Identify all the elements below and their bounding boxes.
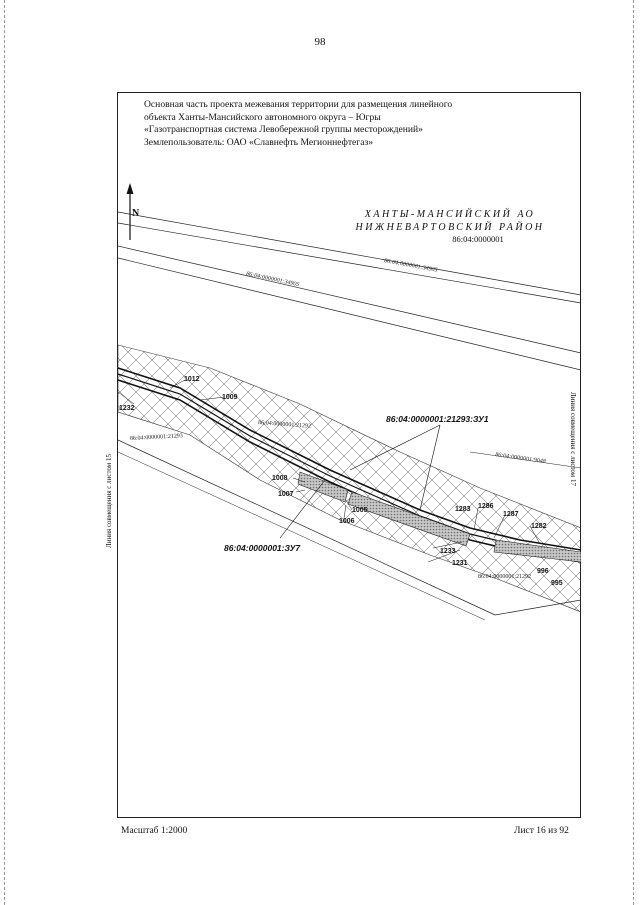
parcel-label-road-upper: 86:04:0000001:34905 — [384, 257, 438, 274]
parcel-label-corridor-bottom: 86:04:0000001:21292 — [478, 574, 531, 580]
heading-line-4: Землепользователь: ОАО «Славнефть Мегион… — [144, 136, 374, 148]
zone-zu1-area — [493, 539, 581, 563]
zone-zu1-leader — [349, 424, 441, 471]
point-leaders — [117, 379, 541, 563]
road-line — [117, 245, 581, 354]
point-label: 1233 — [440, 548, 456, 555]
region-code: 86:04:0000001 — [452, 234, 503, 244]
heading-line-3: «Газотранспортная система Левобережной г… — [144, 124, 423, 136]
parcel-label-corridor-center: 86:04:0000001:21292 — [258, 420, 311, 430]
zone-zu7-leader — [279, 479, 326, 539]
point-label: 1007 — [278, 491, 294, 498]
road-line — [117, 257, 581, 371]
point-label: 1283 — [455, 506, 471, 513]
boundary-line — [117, 451, 486, 620]
map-frame — [117, 92, 581, 818]
zone-zu1-area — [347, 491, 471, 547]
point-label: 996 — [537, 568, 549, 575]
zone-zu1-label: 86:04:0000001:21293:ЗУ1 — [386, 414, 489, 424]
point-label: 1009 — [222, 394, 238, 401]
side-note-left: Линия совмещения с листом 15 — [105, 454, 113, 548]
road-line — [117, 222, 581, 304]
parcel-label-corridor-left: 86:04:0000001:21293 — [130, 433, 183, 442]
scale-label: Масштаб 1:2000 — [121, 826, 188, 836]
north-arrow-icon: N — [126, 183, 140, 240]
region-name-line1: ХАНТЫ-МАНСИЙСКИЙ АО — [364, 208, 536, 220]
point-label: 1012 — [184, 376, 200, 383]
scan-edge-left — [4, 0, 6, 905]
sheet-number: Лист 16 из 92 — [514, 826, 569, 836]
zone-zu7-label: 86:04:0000001:ЗУ7 — [224, 543, 301, 553]
pipeline — [117, 367, 581, 551]
boundary-line — [469, 451, 581, 469]
side-note-right: Линия совмещения с листом 17 — [569, 392, 577, 486]
boundary-line — [494, 599, 581, 616]
scan-edge-right — [633, 0, 635, 905]
road-line — [117, 211, 581, 296]
point-label: 1005 — [352, 507, 368, 514]
point-label: 1006 — [339, 518, 355, 525]
heading-line-1: Основная часть проекта межевания террито… — [144, 99, 453, 110]
point-label: 1282 — [531, 523, 547, 530]
document-heading: Основная часть проекта межевания террито… — [144, 99, 564, 149]
page-number: 98 — [314, 36, 326, 48]
point-label: 1232 — [119, 405, 135, 412]
region-name-line2: НИЖНЕВАРТОВСКИЙ РАЙОН — [354, 221, 544, 233]
heading-line-2: объекта Ханты-Мансийского автономного ок… — [144, 111, 381, 123]
point-label: 1231 — [452, 560, 468, 567]
point-label: 1008 — [272, 475, 288, 482]
parcel-label-road-lower: 86:04:0000001:34905 — [246, 270, 300, 288]
zone-zu1-leader — [419, 424, 441, 511]
parcel-label-corridor-right: 86:04:0000001:9048 — [495, 451, 546, 465]
point-label: 1287 — [503, 511, 519, 518]
point-label: 995 — [551, 580, 563, 587]
north-label: N — [132, 208, 140, 219]
point-label: 1286 — [478, 503, 494, 510]
boundary-line — [117, 439, 496, 616]
